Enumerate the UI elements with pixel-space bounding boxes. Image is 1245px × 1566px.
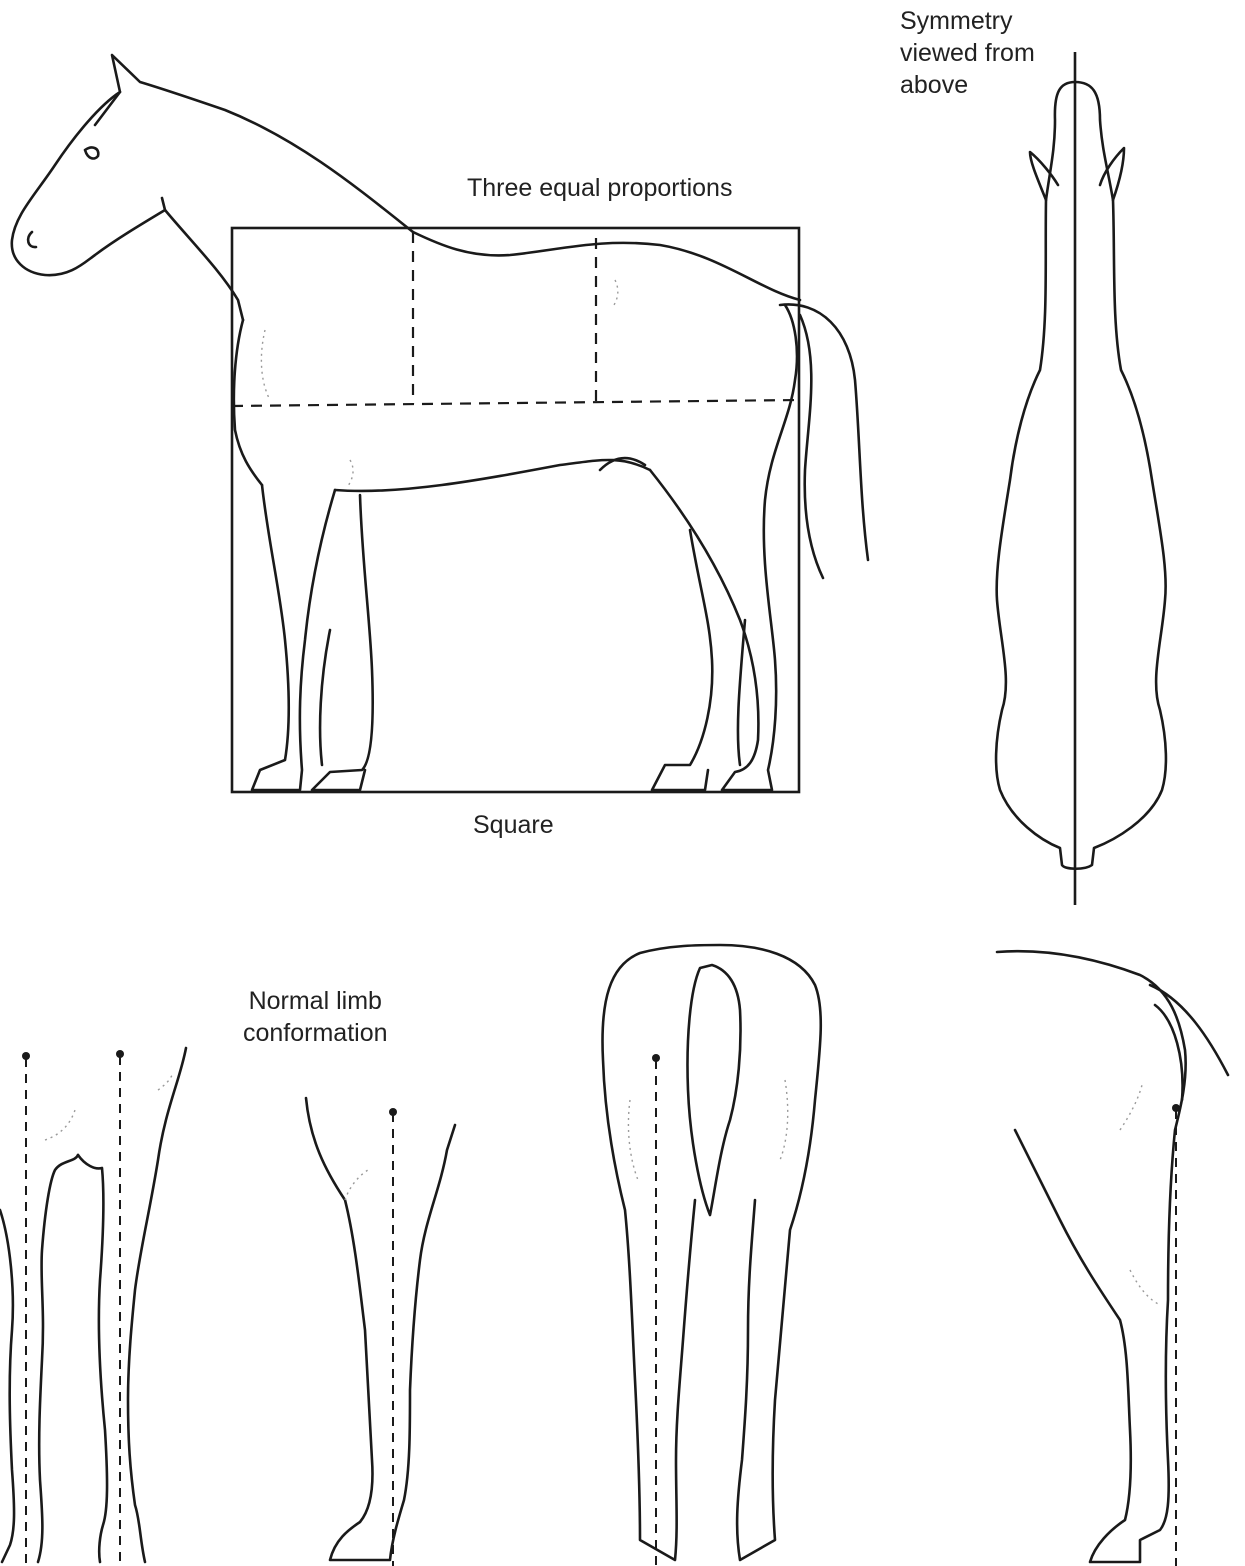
square-frame [232, 228, 799, 792]
proportion-square [232, 228, 799, 792]
horse-side-view [12, 55, 868, 790]
front-view-left-leg [0, 1155, 78, 1562]
horse-chest [234, 320, 262, 485]
rear-view-tail [688, 965, 741, 1215]
side-view-hindquarter [997, 951, 1186, 1562]
normal-limb-conformation-label: Normal limb conformation [243, 985, 388, 1049]
hind-legs-rear-view [602, 945, 820, 1566]
front-leg-side-view [306, 1098, 455, 1566]
side-view-tail [1150, 985, 1228, 1100]
horse-eye [85, 148, 98, 159]
horizontal-divider [232, 400, 799, 406]
horse-nostril [28, 232, 36, 247]
horse-head-neck [12, 55, 413, 320]
horse-back [413, 232, 800, 300]
horse-belly [335, 460, 650, 491]
horse-foreleg-near [252, 485, 335, 790]
rear-view-outline [602, 945, 820, 1560]
front-view-right-leg [78, 1048, 186, 1562]
horse-hindleg-near [650, 305, 797, 790]
side-view-front-leg [306, 1098, 455, 1560]
symmetry-label: Symmetry viewed from above [900, 5, 1035, 101]
hind-leg-side-view [997, 951, 1228, 1566]
horse-top-view [996, 52, 1166, 905]
square-label: Square [473, 809, 554, 841]
three-equal-proportions-label: Three equal proportions [467, 172, 732, 204]
top-view-outline [996, 82, 1166, 869]
front-legs-front-view [0, 1048, 186, 1566]
top-view-left-ear [1030, 152, 1058, 200]
horse-hindleg-far [652, 530, 745, 790]
horse-tail [780, 304, 868, 578]
